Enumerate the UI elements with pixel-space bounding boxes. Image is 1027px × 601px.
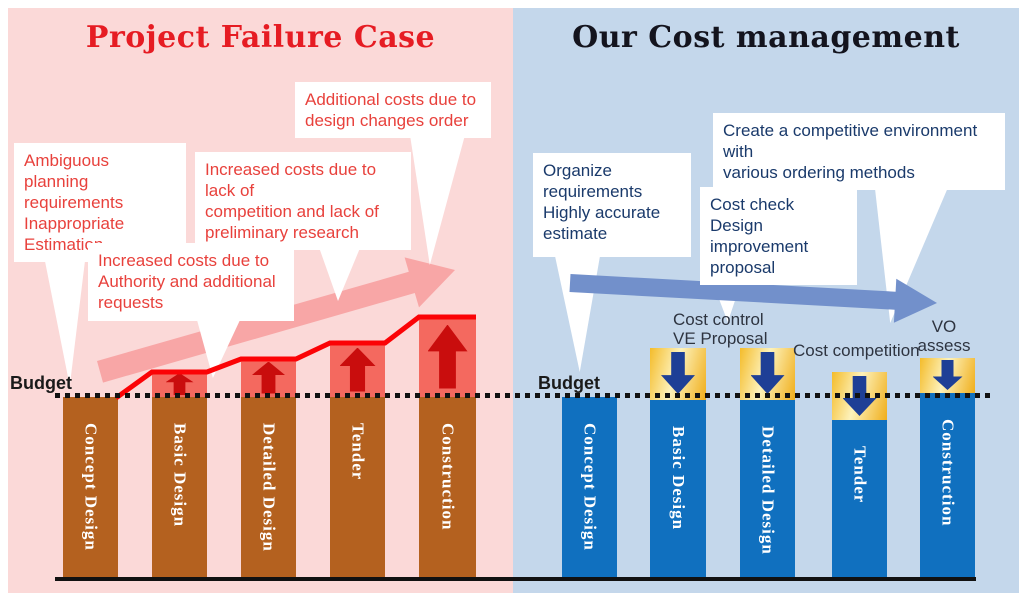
bar-label: Tender	[348, 423, 368, 481]
bubble-cost-check: Cost check Design improvement proposal	[700, 187, 857, 285]
overage-tender	[330, 342, 385, 397]
up-arrow-icon	[427, 324, 468, 389]
bubble-organize-requirements: Organize requirements Highly accurate es…	[533, 153, 691, 257]
bar-construction-right: Construction	[920, 393, 975, 577]
down-arrow-icon	[932, 360, 963, 390]
bar-tender-left: Tender	[330, 397, 385, 577]
bar-label: Tender	[850, 446, 870, 504]
bar-label: Basic Design	[170, 423, 190, 528]
bar-label: Basic Design	[669, 426, 688, 531]
bar-construction-left: Construction	[419, 397, 476, 577]
savings-basic-design	[650, 348, 706, 400]
savings-construction	[920, 358, 975, 394]
down-arrow-icon	[750, 352, 785, 394]
note-cost-competition: Cost competition	[793, 341, 920, 360]
bubble-design-changes: Additional costs due to design changes o…	[295, 82, 491, 138]
bar-label: Concept Design	[81, 423, 101, 551]
baseline	[55, 577, 976, 581]
note-vo-assess: VO assess	[917, 317, 971, 355]
overage-construction	[419, 316, 476, 397]
right-panel-title: Our Cost management	[572, 20, 960, 55]
bubble-ambiguous-planning: Ambiguous planning requirements Inapprop…	[14, 143, 186, 262]
up-arrow-icon	[339, 347, 376, 392]
bar-concept-design-right: Concept Design	[562, 397, 617, 577]
bar-label: Detailed Design	[758, 426, 778, 555]
bar-tender-right: Tender	[832, 420, 887, 577]
budget-dotted-line	[55, 393, 990, 398]
bar-label: Construction	[438, 423, 458, 531]
up-arrow-icon	[165, 373, 194, 395]
bubble-competitive-environment: Create a competitive environment with va…	[713, 113, 1005, 190]
bar-basic-design-left: Basic Design	[152, 397, 207, 577]
bar-label: Detailed Design	[259, 423, 279, 552]
bar-detailed-design-right: Detailed Design	[740, 400, 795, 577]
up-arrow-icon	[252, 361, 285, 394]
left-panel-title: Project Failure Case	[85, 20, 436, 55]
overage-detailed-design	[241, 358, 296, 397]
bar-concept-design-left: Concept Design	[63, 397, 118, 577]
down-arrow-icon	[661, 352, 695, 394]
bar-basic-design-right: Basic Design	[650, 400, 706, 577]
budget-label-right: Budget	[538, 373, 600, 393]
bubble-authority-requests: Increased costs due to Authority and add…	[88, 243, 294, 321]
budget-label-left: Budget	[10, 373, 72, 393]
bar-label: Construction	[938, 419, 958, 527]
bar-label: Concept Design	[580, 423, 600, 551]
bubble-lack-of-competition: Increased costs due to lack of competiti…	[195, 152, 411, 250]
bar-detailed-design-left: Detailed Design	[241, 397, 296, 577]
note-cost-control: Cost control VE Proposal	[673, 310, 768, 348]
savings-detailed-design	[740, 348, 795, 400]
